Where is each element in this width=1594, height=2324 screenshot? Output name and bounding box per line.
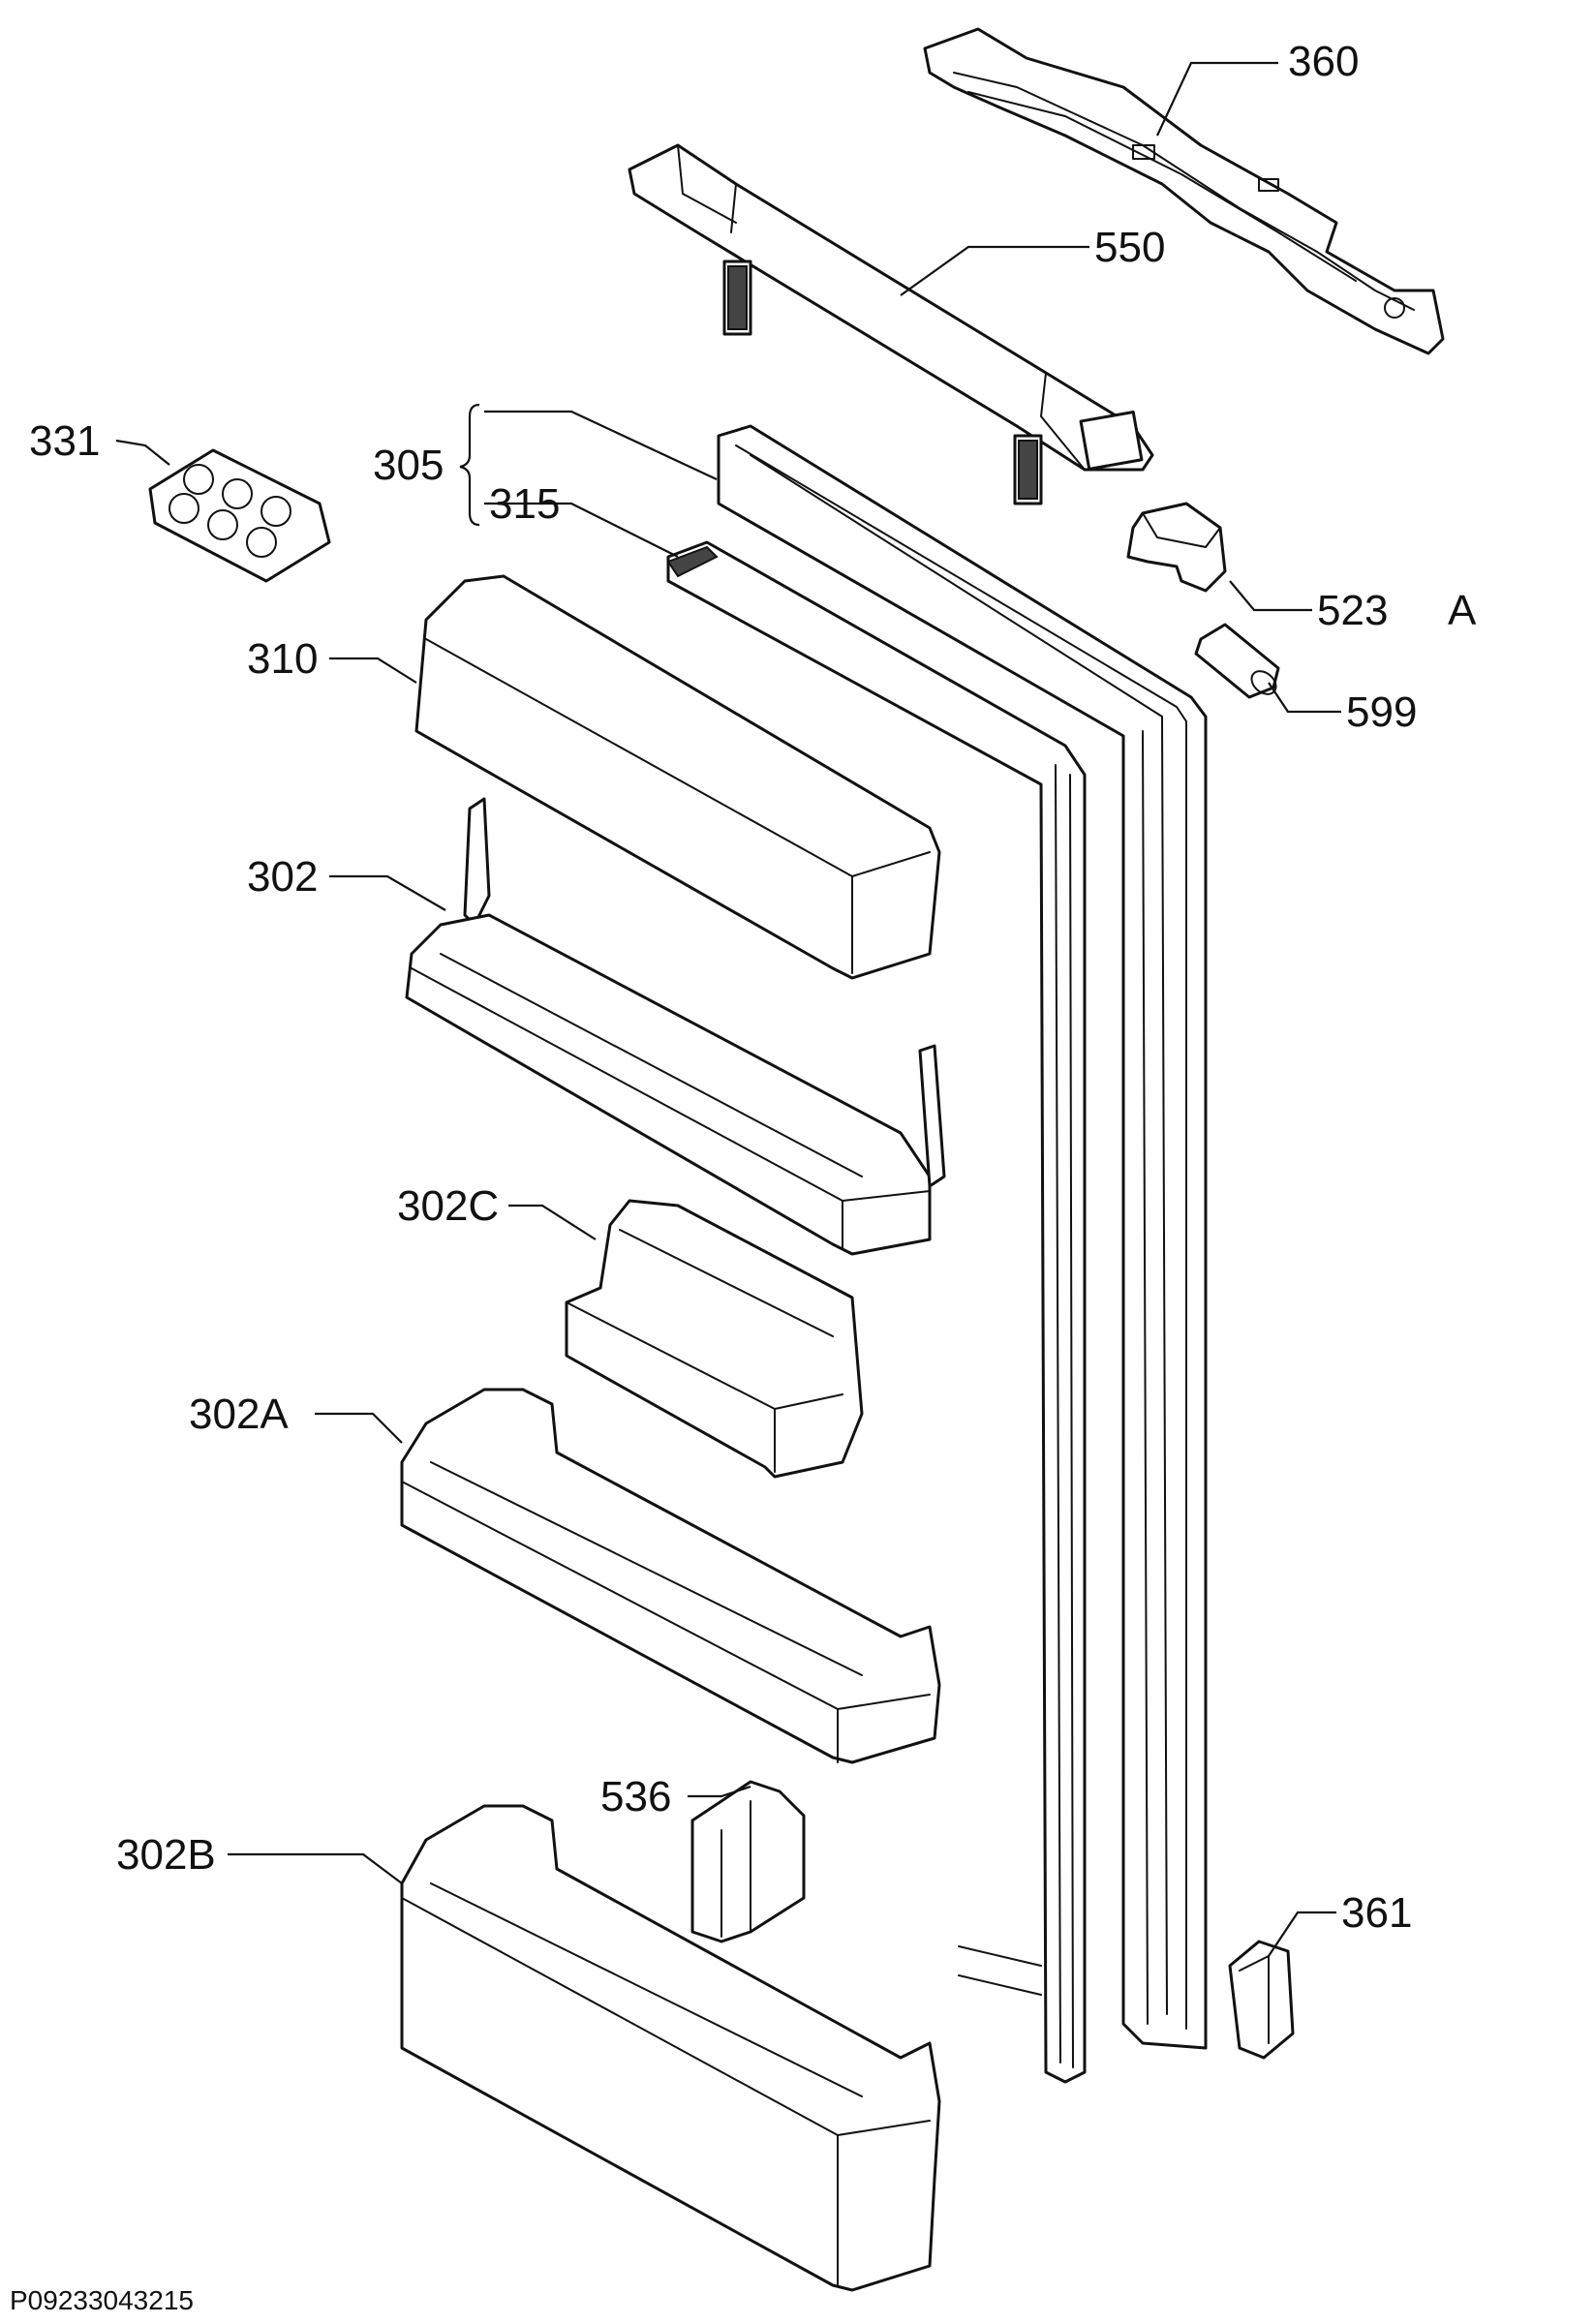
part-360-hinge-bracket[interactable] — [923, 27, 1445, 355]
label-302a: 302A — [189, 1391, 289, 1438]
label-302c: 302C — [397, 1182, 499, 1230]
label-360: 360 — [1288, 38, 1359, 85]
part-536-bottle-holder[interactable] — [690, 1780, 806, 1943]
part-315-door-gasket[interactable] — [666, 540, 1087, 2084]
leader-lines — [115, 61, 1341, 1957]
label-302: 302 — [247, 853, 318, 901]
part-labels: 360 550 331 305 315 523 A 599 310 302 30… — [29, 38, 1477, 1937]
part-302c-small-shelf[interactable] — [565, 1199, 864, 1479]
label-361: 361 — [1341, 1889, 1412, 1937]
label-305: 305 — [373, 442, 444, 489]
label-group-brace — [459, 403, 480, 527]
part-523a-hinge-cover[interactable] — [1126, 502, 1227, 593]
label-331: 331 — [29, 417, 100, 465]
part-305-inner-door-liner[interactable] — [717, 424, 1208, 2050]
label-310: 310 — [247, 635, 318, 683]
part-302-door-shelf[interactable] — [405, 797, 946, 1256]
label-523a-suffix: A — [1448, 587, 1477, 634]
part-302b-door-shelf[interactable] — [400, 1804, 941, 2292]
part-361-hinge-clip[interactable] — [1228, 1940, 1295, 2060]
part-550-top-rail[interactable] — [628, 143, 1154, 505]
label-315: 315 — [489, 480, 560, 528]
part-302a-door-shelf[interactable] — [400, 1388, 941, 1764]
part-331-egg-tray[interactable] — [148, 448, 331, 583]
part-310-dairy-cover[interactable] — [414, 574, 941, 980]
label-302b: 302B — [116, 1831, 216, 1879]
label-599: 599 — [1346, 688, 1417, 736]
part-599-pin[interactable] — [1194, 623, 1280, 699]
drawing-code: P09233043215 — [10, 2285, 194, 2315]
label-550: 550 — [1094, 224, 1165, 271]
label-536: 536 — [600, 1773, 671, 1820]
label-523a: 523 — [1317, 587, 1388, 634]
